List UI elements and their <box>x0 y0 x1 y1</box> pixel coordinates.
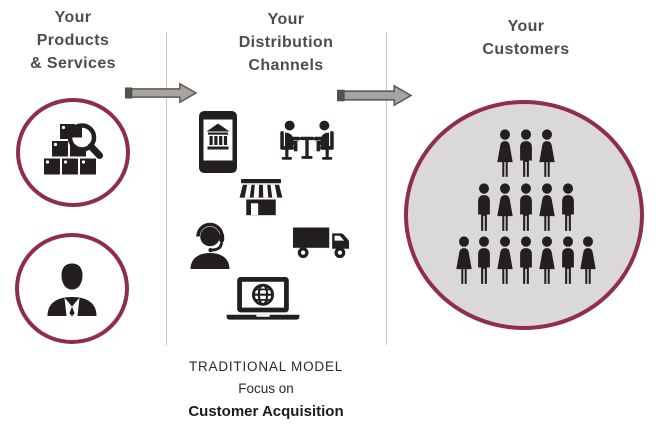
title-line: Channels <box>248 57 324 74</box>
male-figure-icon <box>556 183 580 233</box>
title-line: Distribution <box>238 34 334 51</box>
mobile-banking-icon <box>199 111 237 178</box>
title-line: Products <box>36 32 110 49</box>
divider-left <box>166 32 167 345</box>
title-line: Customers <box>482 41 570 58</box>
channels-column-title: Your Distribution Channels <box>186 8 386 77</box>
title-line: & Services <box>30 55 116 72</box>
products-circle <box>16 98 130 207</box>
customers-circle <box>404 100 644 330</box>
female-figure-icon <box>576 236 600 286</box>
focus-label: Focus on <box>238 381 294 396</box>
storefront-icon <box>238 179 284 224</box>
title-line: Your <box>507 18 545 35</box>
services-circle <box>15 233 129 344</box>
model-label: TRADITIONAL MODEL <box>188 359 344 374</box>
female-figure-icon <box>535 129 559 179</box>
laptop-internet-icon <box>224 277 302 326</box>
product-search-icon <box>44 122 103 174</box>
title-line: Your <box>267 11 305 28</box>
focus-value-label: Customer Acquisition <box>188 403 344 420</box>
arrow-right-icon <box>124 82 198 104</box>
divider-right <box>386 32 387 345</box>
footer-caption: TRADITIONAL MODEL Focus on Customer Acqu… <box>151 356 381 423</box>
meeting-icon <box>277 119 337 168</box>
delivery-truck-icon <box>293 226 351 264</box>
title-line: Your <box>54 9 92 26</box>
arrow-right-icon <box>336 84 413 107</box>
businessman-icon <box>47 263 97 316</box>
support-agent-icon <box>189 221 231 274</box>
products-column-title: Your Products & Services <box>0 6 146 75</box>
customers-column-title: Your Customers <box>426 15 626 61</box>
